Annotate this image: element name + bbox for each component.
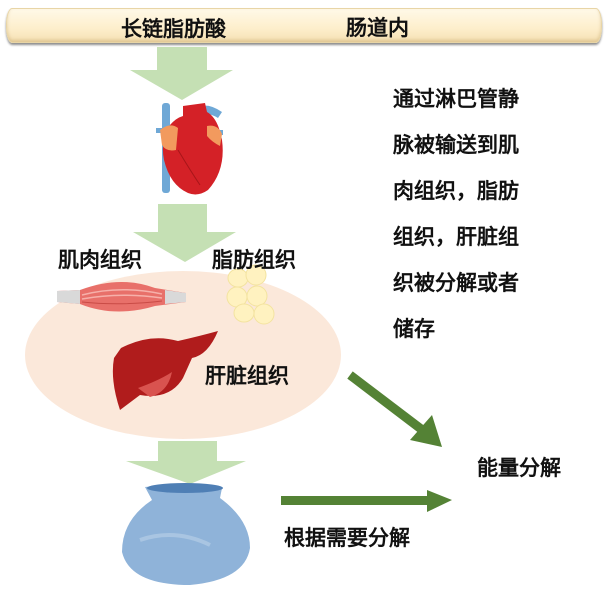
transport-description: 通过淋巴管静 脉被输送到肌 肉组织，脂肪 组织，肝脏组 织被分解或者 储存 — [393, 76, 573, 352]
description-line: 组织，肝脏组 — [393, 225, 519, 249]
liver-tissue-label: 肝脏组织 — [205, 364, 289, 388]
muscle-tissue-label: 肌肉组织 — [58, 248, 142, 272]
on-demand-arrow — [281, 490, 452, 512]
fat-tissue-label: 脂肪组织 — [212, 248, 296, 272]
flow-arrow-2 — [133, 204, 236, 262]
on-demand-breakdown-label: 根据需要分解 — [284, 526, 410, 550]
intestine-label: 肠道内 — [346, 16, 409, 40]
description-line: 通过淋巴管静 — [393, 87, 519, 111]
description-line: 织被分解或者 — [393, 271, 519, 295]
liver-icon — [112, 331, 218, 410]
flow-arrow-1 — [130, 47, 233, 100]
heart-icon — [156, 103, 223, 195]
storage-pot-icon — [122, 483, 250, 585]
energy-breakdown-label: 能量分解 — [477, 456, 561, 480]
description-line: 脉被输送到肌 — [393, 133, 519, 157]
header-banner — [6, 8, 602, 43]
flow-arrow-3 — [126, 441, 246, 484]
description-line: 储存 — [393, 317, 435, 341]
description-line: 肉组织，脂肪 — [393, 179, 519, 203]
energy-arrow — [347, 371, 442, 447]
muscle-icon — [57, 281, 186, 312]
long-chain-fatty-acid-label: 长链脂肪酸 — [121, 17, 226, 41]
fat-cells-icon — [226, 264, 275, 325]
